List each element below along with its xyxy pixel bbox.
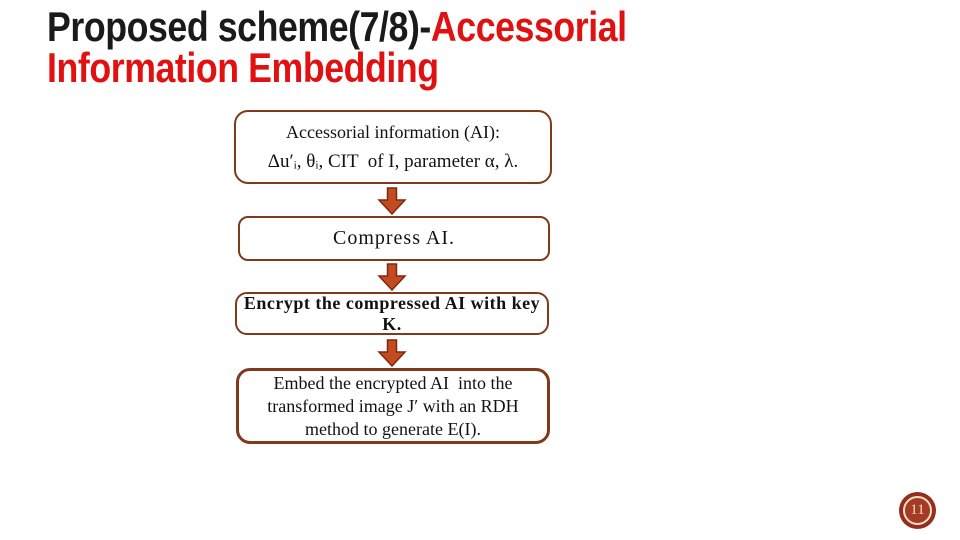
down-arrow-icon [377, 339, 407, 367]
box-text-line: method to generate E(I). [305, 418, 481, 439]
box-text-line: Embed the encrypted AI into the [273, 372, 513, 393]
title-line1: Proposed scheme(7/8)-Accessorial [47, 3, 627, 50]
flow-box-compress: Compress AI. [238, 216, 550, 261]
box-text-line: Compress AI. [333, 227, 455, 249]
page-number-badge: 11 [899, 492, 936, 529]
box-formula-line: Δu′ᵢ, θᵢ, CIT of I, parameter α, λ. [267, 151, 519, 172]
down-arrow-icon [377, 187, 407, 215]
slide-title: Proposed scheme(7/8)-Accessorial Informa… [47, 3, 627, 91]
flow-box-embed: Embed the encrypted AI into the transfor… [236, 368, 550, 444]
box-text-line: transformed image J′ with an RDH [267, 395, 519, 416]
box-text-line: Accessorial information (AI): [286, 122, 500, 142]
box-text-line: Encrypt the compressed AI with key K. [243, 292, 546, 334]
page-number: 11 [903, 496, 932, 525]
title-black-segment: Proposed scheme(7/8)- [47, 3, 431, 50]
flow-box-encrypt: Encrypt the compressed AI with key K. [235, 292, 549, 335]
down-arrow-icon [377, 263, 407, 291]
title-line2: Information Embedding [47, 44, 439, 91]
title-red-segment: Accessorial [430, 3, 627, 50]
flow-box-accessorial-info: Accessorial information (AI): Δu′ᵢ, θᵢ, … [234, 110, 552, 184]
